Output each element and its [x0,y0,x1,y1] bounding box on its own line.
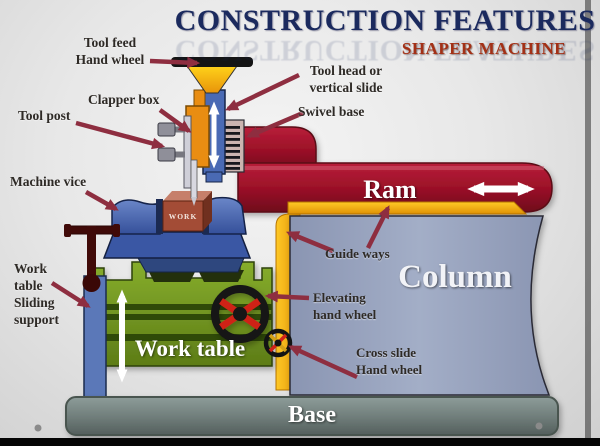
vice-right-jaw [203,196,247,235]
table-groove [92,304,272,310]
callout-line: Tool head or [309,63,383,78]
vice-clamp-plate [156,199,163,234]
pointer-arrow-tool-feed [149,56,201,69]
part-label-work-table: Work table [134,336,246,361]
elevating-hand-wheel [211,285,269,343]
part-label-column: Column [398,259,512,295]
callout-swivel-base: Swivel base [298,104,365,119]
tool-blade-tip [191,197,197,206]
pointer-arrow-clapper-box [158,108,192,133]
callout-line: Tool feed [83,35,137,50]
tool-blade [190,159,198,199]
swivel-graduations [220,126,240,170]
callout-tool-head: Tool head or vertical slide [296,62,396,96]
workpiece-top [163,191,212,201]
callout-line: Hand wheel [356,362,423,377]
callout-line: support [14,312,60,327]
callout-work-table-sliding-support: Work table Sliding support [14,260,94,328]
cross-slide-hand-wheel [263,328,293,358]
pointer-arrow-swivel-base [246,110,304,139]
callout-line: Hand wheel [75,52,145,67]
callout-tool-post: Tool post [18,108,71,123]
callout-clapper-box: Clapper box [88,92,160,107]
callout-guide-ways: Guide ways [325,246,390,261]
pointer-arrow-cross-slide [288,344,358,380]
pointer-arrow-guide-ways-up [365,205,391,250]
table-groove [92,314,272,320]
guide-way-top [287,201,528,215]
callout-line: Sliding [14,295,55,310]
workpiece-front [162,200,204,232]
vice-lower-plate [137,257,245,273]
pointer-arrow-guide-ways-left [285,230,334,254]
slide-subtitle: SHAPER MACHINE [401,39,567,58]
decorative-dot [34,424,42,432]
pointer-arrow-tool-post [75,120,166,150]
right-frame-edge [585,0,591,438]
pointer-arrow-elevating [264,290,310,303]
callout-line: Elevating [313,290,366,305]
callout-elevating-hand-wheel: Elevating hand wheel [313,289,376,323]
vice-handle [64,224,120,292]
callout-line: hand wheel [313,307,377,322]
ram-body [237,162,553,213]
pointer-arrow-tool-head [225,72,300,112]
clamp-foot [198,270,244,282]
slide-title: CONSTRUCTION FEATURES [174,4,596,37]
bottom-frame-bar [0,438,600,446]
column-body [289,215,551,396]
callout-line: vertical slide [309,80,383,95]
workpiece-side [203,191,212,231]
tool-feed-funnel [186,65,238,94]
vertical-slide-foot [205,171,223,183]
pointer-arrow-sliding-support [50,281,91,308]
callout-line: Cross slide [356,345,417,360]
part-label-ram: Ram [363,175,417,204]
callout-cross-slide-hand-wheel: Cross slide Hand wheel [356,344,422,378]
pointer-arrow-machine-vice [84,190,119,211]
callout-line: Work [14,261,48,276]
part-label-workpiece: WORK [168,212,198,221]
tool-post-assembly [157,115,192,189]
part-label-base: Base [288,402,336,428]
callout-tool-feed-hand-wheel: Tool feed Hand wheel [64,34,156,68]
vice-base-plate [102,231,252,259]
callout-line: table [14,278,43,293]
table-groove [92,334,272,341]
ram-highlight [244,166,544,170]
clamp-foot [148,270,196,282]
base-body [65,396,559,436]
decorative-dot [535,422,543,430]
callout-machine-vice: Machine vice [10,174,87,189]
